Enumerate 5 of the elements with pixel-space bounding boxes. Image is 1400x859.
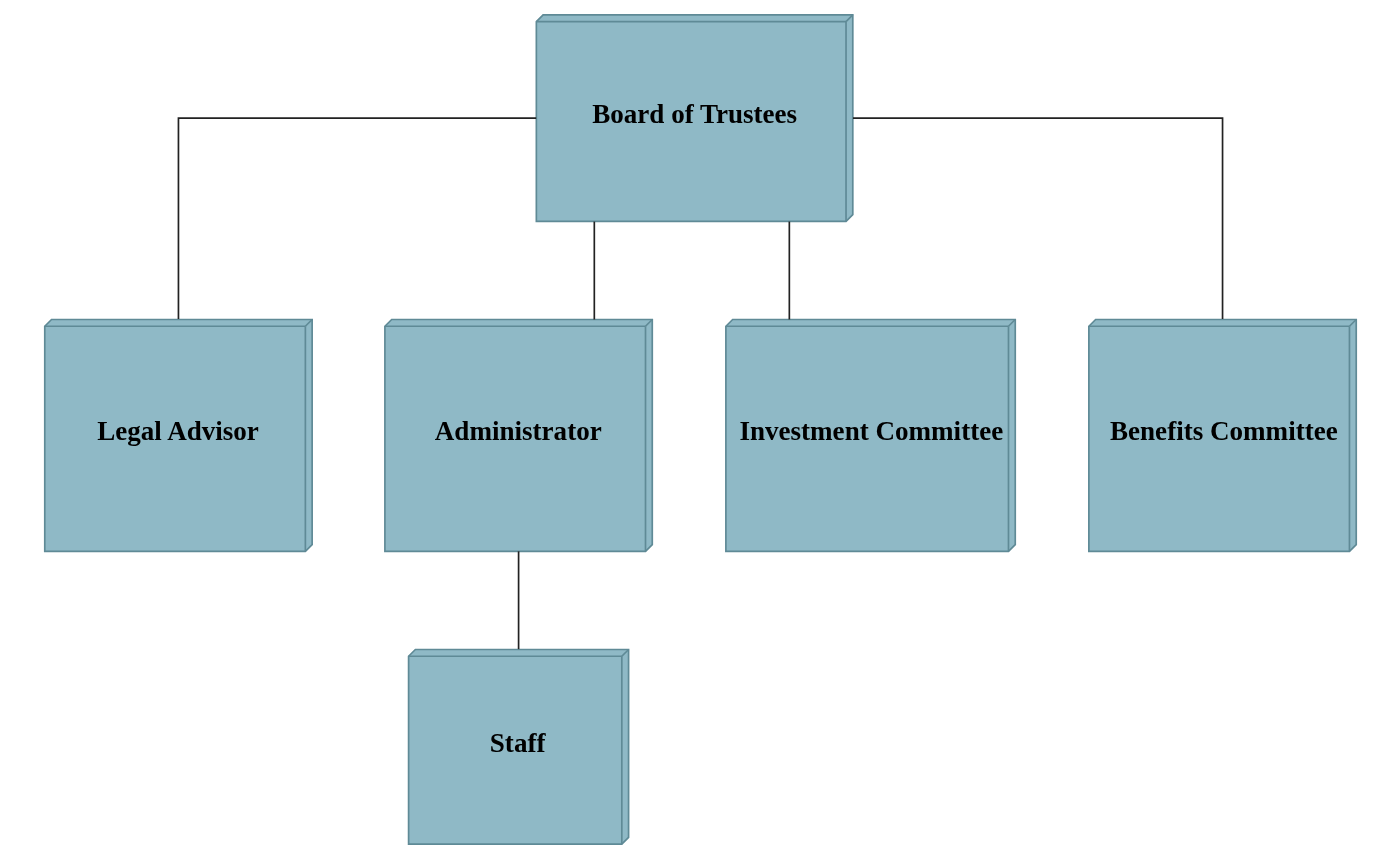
connector [851, 117, 1223, 320]
connector [592, 220, 595, 321]
connector [517, 550, 519, 650]
connector [788, 220, 790, 321]
connector [177, 117, 537, 320]
